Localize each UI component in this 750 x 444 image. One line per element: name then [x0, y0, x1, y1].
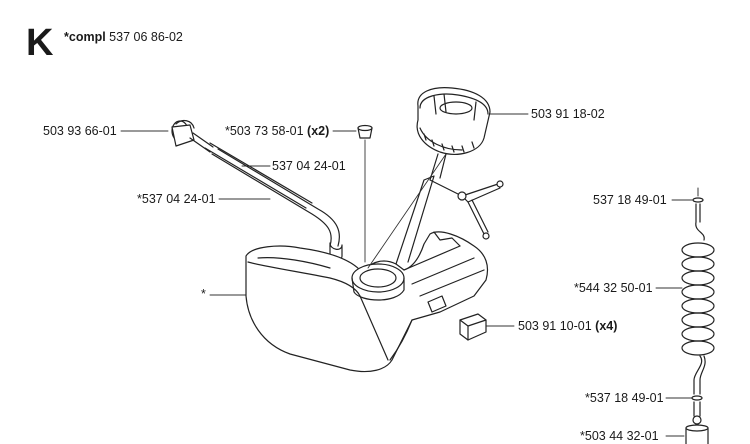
part-number: *503 73 58-01 [225, 124, 304, 138]
compl-number: 537 06 86-02 [109, 30, 183, 44]
part-number: * [201, 287, 206, 301]
part-label-503-73-58-01: *503 73 58-01 (x2) [225, 124, 329, 138]
part-number: 537 18 49-01 [593, 193, 667, 207]
complete-assembly-label: *compl 537 06 86-02 [64, 30, 183, 44]
part-number: 503 91 10-01 [518, 319, 592, 333]
part-number: *503 44 32-01 [580, 429, 659, 443]
part-label-544-32-50-01: *544 32 50-01 [574, 281, 653, 295]
part-label-537-18-49-01: 537 18 49-01 [593, 193, 667, 207]
part-label-503-93-66-01: 503 93 66-01 [43, 124, 117, 138]
part-label-503-91-10-01: 503 91 10-01 (x4) [518, 319, 617, 333]
part-number: 503 93 66-01 [43, 124, 117, 138]
cap-leader [367, 153, 447, 269]
spring-assembly [681, 187, 715, 444]
part-qty: (x2) [307, 124, 330, 138]
fuel-tank [245, 175, 489, 373]
rubber-buffer [459, 313, 487, 341]
part-number: *544 32 50-01 [574, 281, 653, 295]
part-number: *537 04 24-01 [137, 192, 216, 206]
part-label-537-04-24-01: 537 04 24-01 [272, 159, 346, 173]
part-number: *537 18 49-01 [585, 391, 664, 405]
part-label-503-91-18-02: 503 91 18-02 [531, 107, 605, 121]
part-label-503-44-32-01: *503 44 32-01 [580, 429, 659, 443]
fuel-filter-fitting [171, 119, 214, 153]
compl-prefix: *compl [64, 30, 106, 44]
grommet-part [357, 124, 373, 139]
coil-spring [681, 242, 715, 356]
part-label-tank-star: * [201, 287, 206, 301]
part-number: 537 04 24-01 [272, 159, 346, 173]
part-qty: (x4) [595, 319, 618, 333]
section-letter: K [26, 22, 54, 64]
leader-lines [120, 113, 693, 437]
fuel-hose-upper [204, 142, 313, 209]
fuel-cap [416, 87, 504, 240]
part-number: 503 91 18-02 [531, 107, 605, 121]
part-label-537-18-49-01-star: *537 18 49-01 [585, 391, 664, 405]
part-label-537-04-24-01-star: *537 04 24-01 [137, 192, 216, 206]
